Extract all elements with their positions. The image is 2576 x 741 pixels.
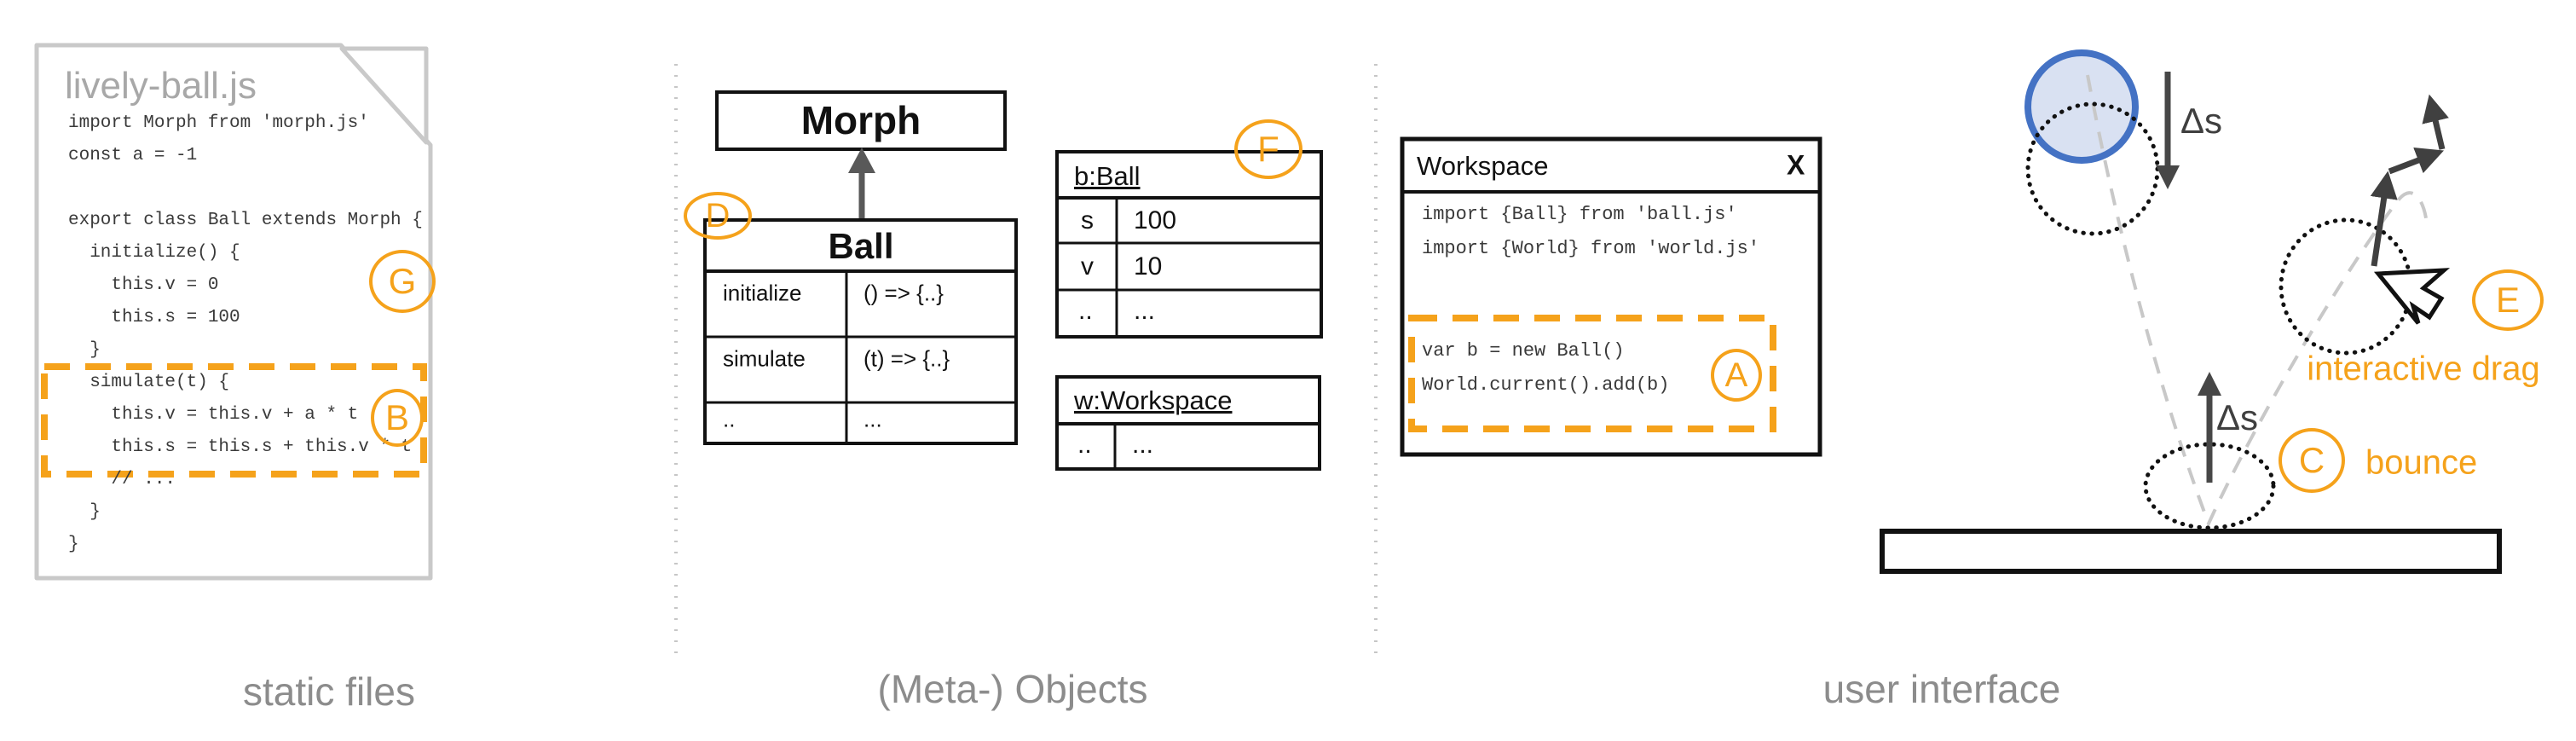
ball-class-title: Ball [828, 226, 894, 266]
annotation-circle-e: E [2472, 269, 2544, 331]
delta-s-up-arrow-head [2198, 372, 2221, 396]
inheritance-arrow-head [848, 148, 875, 173]
annotation-circle-g: G [369, 250, 436, 313]
drag-vector-1 [2370, 171, 2398, 267]
highlight-box-a [1408, 315, 1776, 432]
annotation-circle-a: A [1711, 349, 1762, 402]
annotation-circle-f: F [1234, 119, 1302, 179]
ball-row-value: () => {..} [863, 280, 944, 306]
b-ball-row-name: s [1081, 206, 1094, 234]
annotation-circle-d: D [684, 192, 752, 240]
b-ball-row-name: .. [1078, 297, 1093, 325]
section-label-meta-objects: (Meta-) Objects [877, 667, 1148, 711]
drag-vector-3 [2422, 94, 2449, 150]
ghost-ball-bounce [2143, 442, 2276, 530]
annotation-circle-b: B [371, 389, 424, 447]
highlight-box-b [41, 363, 427, 478]
file-title: lively-ball.js [65, 65, 257, 107]
morph-class-title: Morph [800, 98, 921, 142]
b-ball-row-name: v [1081, 252, 1094, 281]
section-label-static-files: static files [243, 669, 415, 714]
close-icon[interactable]: X [1787, 149, 1805, 181]
annotation-letter: B [384, 397, 409, 437]
annotation-letter: D [705, 196, 731, 234]
b-ball-row-value: ... [1134, 297, 1156, 325]
ball-class-box [703, 218, 1018, 445]
ball-row-value: ... [863, 406, 882, 432]
w-workspace-table-title: w:Workspace [1074, 385, 1233, 415]
ball-row-name: simulate [723, 345, 806, 372]
section-label-user-interface: user interface [1822, 667, 2061, 711]
drag-vector-2 [2388, 147, 2445, 175]
annotation-letter: A [1724, 356, 1748, 394]
w-workspace-row-name: .. [1077, 431, 1092, 459]
b-ball-row-value: 100 [1134, 206, 1177, 234]
annotation-letter: G [388, 261, 417, 301]
annotation-letter: E [2495, 280, 2520, 320]
file-sheet-fold-icon [339, 46, 429, 145]
w-workspace-row-value: ... [1132, 431, 1154, 459]
b-ball-row-value: 10 [1134, 252, 1163, 281]
ball-row-value: (t) => {..} [863, 345, 950, 372]
bounce-label: bounce [2365, 443, 2478, 482]
annotation-letter: F [1257, 129, 1279, 169]
workspace-window-title: Workspace [1417, 151, 1549, 181]
annotation-letter: C [2298, 440, 2325, 480]
ball-row-name: initialize [723, 280, 802, 306]
file-code: import Morph from 'morph.js' const a = -… [68, 113, 423, 554]
interactive-drag-label: interactive drag [2307, 350, 2540, 388]
b-ball-table-title: b:Ball [1074, 161, 1141, 191]
delta-s-down-arrow-head [2156, 165, 2180, 189]
ball-row-name: .. [723, 406, 736, 432]
trajectory-path [2086, 74, 2429, 529]
workspace-code[interactable]: import {Ball} from 'ball.js' import {Wor… [1422, 204, 1760, 396]
mouse-cursor-icon [2373, 268, 2451, 325]
delta-s-down-label: Δs [2180, 101, 2223, 141]
annotation-circle-c: C [2279, 428, 2345, 493]
delta-s-up-label: Δs [2216, 397, 2259, 437]
ground-rect [1880, 529, 2502, 574]
file-sheet [34, 43, 433, 581]
ball-morph[interactable] [2024, 49, 2139, 164]
